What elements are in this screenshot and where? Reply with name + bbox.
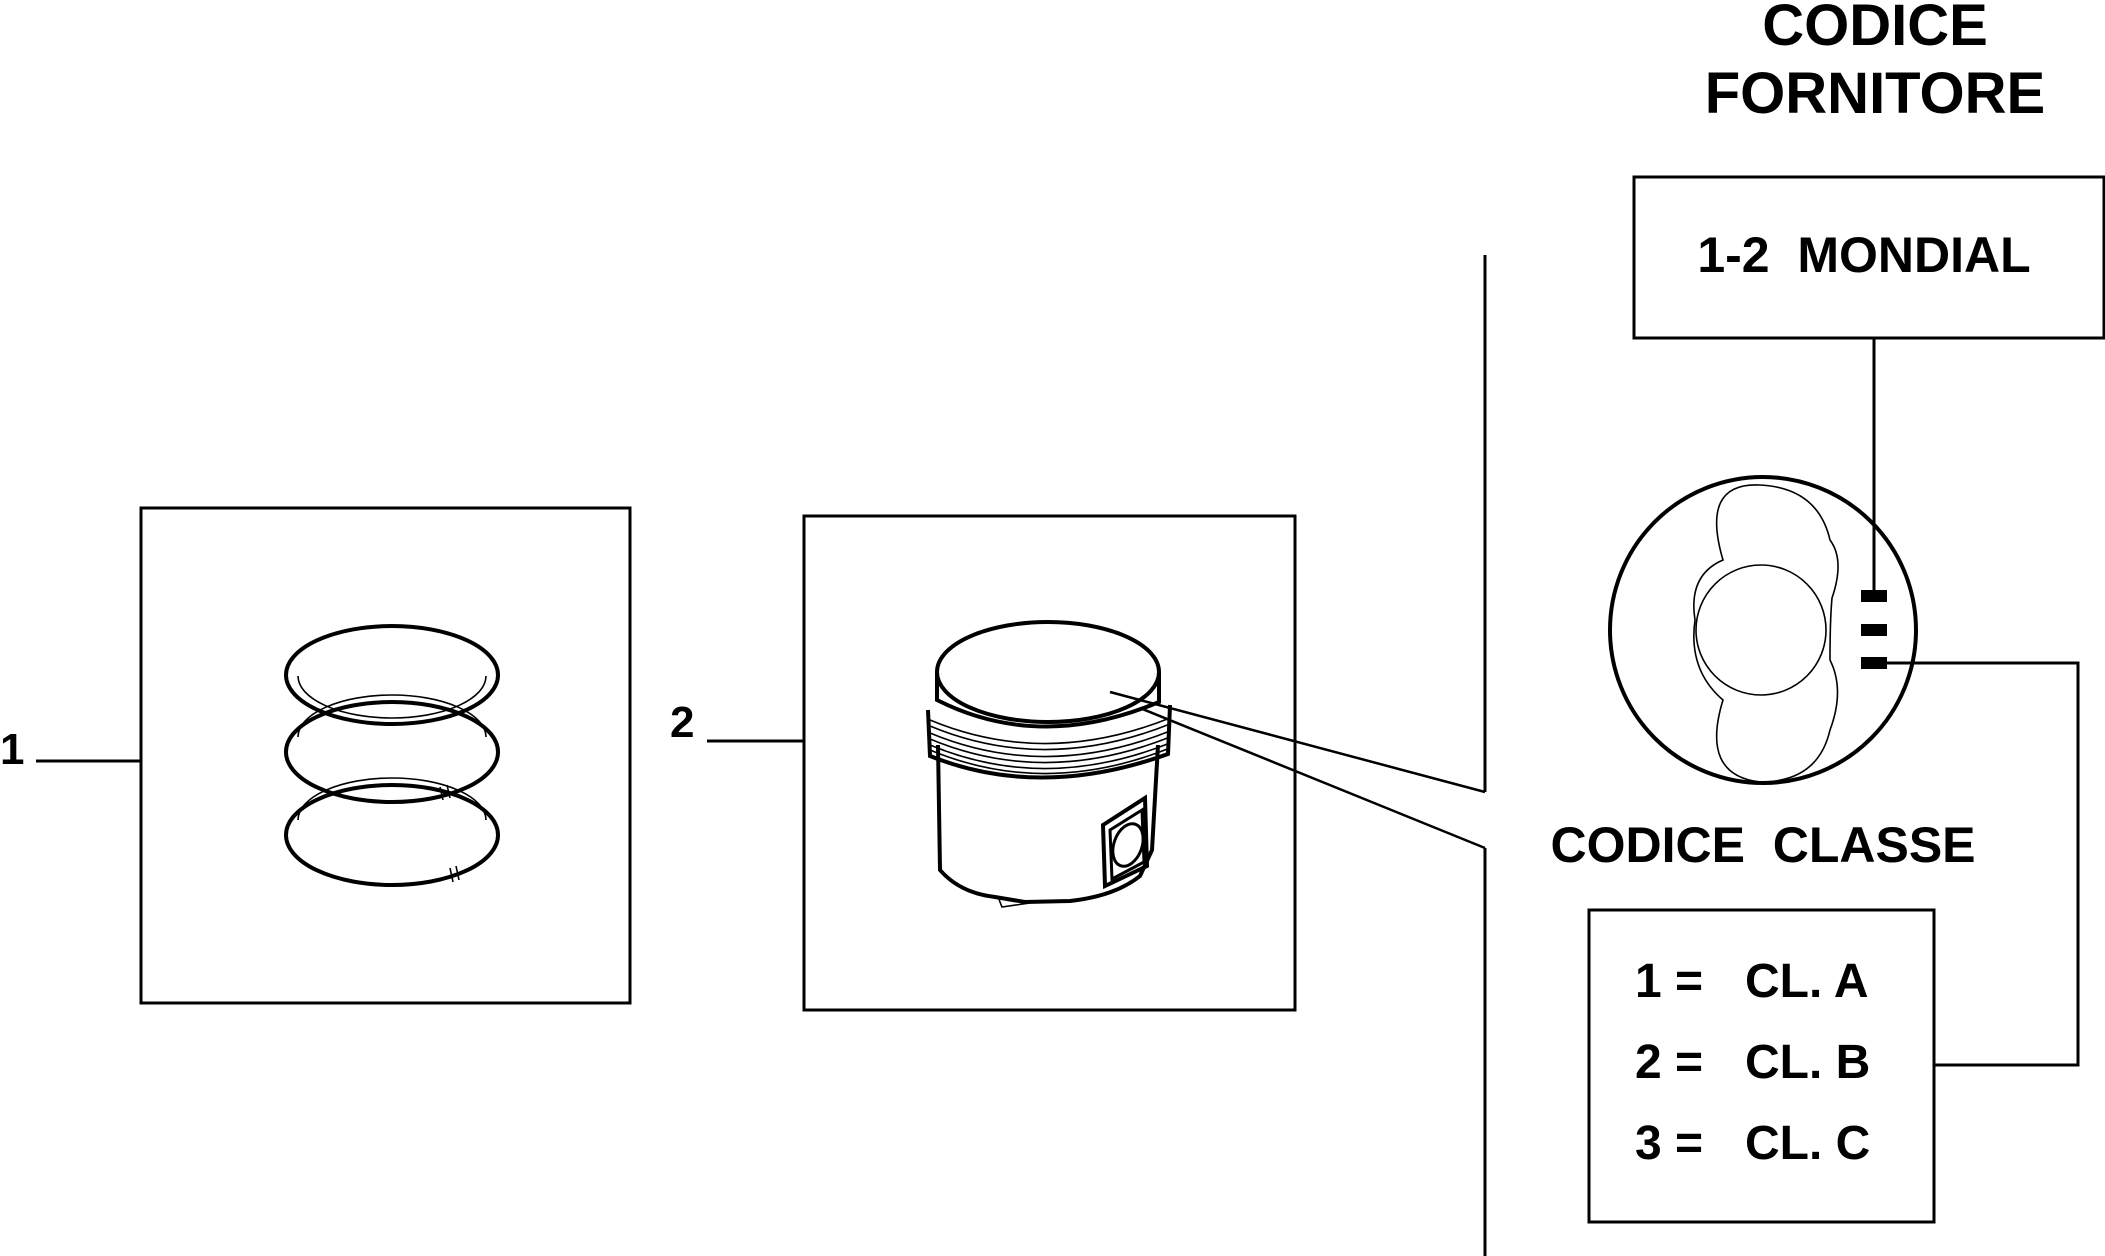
class-row-value: CL. B [1745,1036,1870,1089]
combustion-chamber-outline [1693,484,1839,783]
class-row-value: CL. C [1745,1117,1870,1170]
ring-bottom [284,777,500,887]
supplier-code-value: 1-2 MONDIAL [1697,227,2030,283]
item-2-group: 2 [670,514,1297,1012]
class-row-number: 2 = [1635,1036,1703,1089]
class-row: 3 = CL. C [1635,1117,1870,1170]
class-code-box [1587,908,1936,1224]
item-1-label: 1 [0,725,24,774]
piston-callout-lines [1109,690,1486,850]
class-row: 2 = CL. B [1635,1036,1870,1089]
item-1-frame [139,506,632,1005]
piston-drawing [926,620,1172,908]
class-row: 1 = CL. A [1635,955,1869,1008]
class-code-group: CODICE CLASSE 1 = CL. A 2 = CL. B 3 = CL… [1550,817,1976,1224]
supplier-title-line2: FORNITORE [1705,61,2046,126]
class-row-value: CL. A [1745,955,1869,1008]
item-2-frame [802,514,1297,1012]
supplier-title-line1: CODICE [1762,0,1988,58]
piston-top-view [1608,475,1918,785]
class-code-title: CODICE CLASSE [1550,817,1975,873]
code-mark-2 [1861,624,1887,636]
class-row-number: 3 = [1635,1117,1703,1170]
class-row-number: 1 = [1635,955,1703,1008]
ring-middle [284,694,500,804]
class-connector-line [1887,661,2080,1067]
code-mark-1 [1861,590,1887,602]
bowl-circle [1695,564,1827,696]
supplier-code-group: CODICE FORNITORE 1-2 MONDIAL [1632,0,2105,592]
code-mark-3 [1861,657,1887,669]
item-2-label: 2 [670,698,694,747]
item-1-group: 1 [0,506,632,1005]
piston-top-circle [1608,475,1918,785]
ring-top [284,624,500,726]
supplier-code-box [1632,175,2105,340]
piston-rings-drawing [284,624,500,887]
